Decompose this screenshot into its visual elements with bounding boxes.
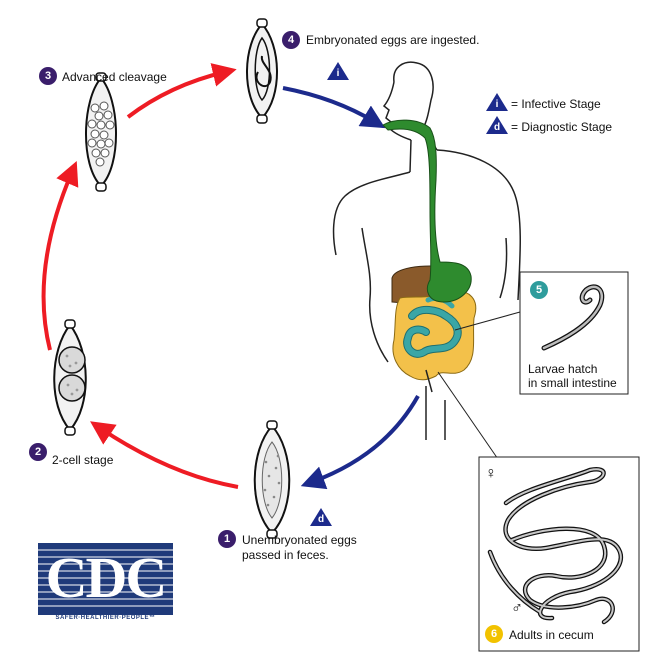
- stage-number-4: 4: [282, 31, 300, 49]
- stage-5-label-line-1: Larvae hatch: [528, 362, 598, 376]
- stage-number-5: 5: [530, 281, 548, 299]
- female-symbol: ♀: [485, 465, 497, 482]
- stage-1-label-line-1: Unembryonated eggs: [242, 533, 357, 547]
- pointer-to-larvae-box: [454, 311, 521, 331]
- diagnostic-triangle-on-arrow: [310, 508, 332, 526]
- stage-2-label: 2-cell stage: [52, 453, 114, 467]
- legend-infective-text: = Infective Stage: [511, 97, 601, 111]
- red-arrow-3-to-4: [126, 63, 237, 119]
- legend-infective-triangle: [486, 93, 508, 111]
- adults-box: [478, 456, 640, 652]
- legend-diagnostic-triangle: [486, 116, 508, 134]
- stage-3-label: Advanced cleavage: [62, 70, 167, 84]
- anus-line: [425, 369, 433, 393]
- legend-diagnostic-marker: d: [486, 116, 508, 134]
- infective-triangle-on-arrow: [327, 62, 349, 80]
- stage-number-3: 3: [39, 67, 57, 85]
- infective-marker: i: [327, 62, 349, 80]
- cdc-logo-tagline: SAFER·HEALTHIER·PEOPLE™: [55, 615, 156, 621]
- stage-4-label: Embryonated eggs are ingested.: [306, 33, 480, 47]
- stage-number-2: 2: [29, 443, 47, 461]
- stage-number-1: 1: [218, 530, 236, 548]
- red-arrow-2-to-3: [41, 160, 79, 351]
- legend-diagnostic-text: = Diagnostic Stage: [511, 120, 613, 134]
- egg-unembryonated: [253, 420, 291, 539]
- blue-arrow-passed-in-feces: [300, 395, 420, 490]
- stage-5-label-line-2: in small intestine: [528, 376, 617, 390]
- legend-infective-letter: i: [495, 99, 499, 110]
- blue-arrow-ingested: [282, 86, 386, 129]
- egg-embryonated: [246, 18, 278, 124]
- adult-worms-inner: [489, 468, 622, 623]
- stage-6-label: Adults in cecum: [509, 628, 594, 642]
- legend-diagnostic-letter: d: [493, 122, 501, 133]
- esophagus-and-stomach: [382, 119, 472, 303]
- infective-marker-letter: i: [336, 68, 340, 79]
- egg-advanced-cleavage: [85, 72, 117, 192]
- larva-worm-inner: [542, 285, 603, 350]
- egg-2-cell: [53, 319, 87, 436]
- legend-infective-marker: i: [486, 93, 508, 111]
- stage-number-6: 6: [485, 625, 503, 643]
- stage-1-label-line-2: passed in feces.: [242, 548, 329, 562]
- diagnostic-marker-letter: d: [317, 514, 325, 525]
- diagnostic-marker: d: [310, 508, 332, 526]
- male-symbol: ♂: [511, 600, 523, 617]
- cdc-logo: CDC SAFER·HEALTHIER·PEOPLE™: [38, 543, 173, 631]
- pointer-to-adults-box: [437, 371, 501, 463]
- cdc-logo-letters: CDC: [45, 545, 168, 610]
- cdc-logo-block: [38, 543, 173, 615]
- red-arrow-1-to-2: [90, 421, 239, 489]
